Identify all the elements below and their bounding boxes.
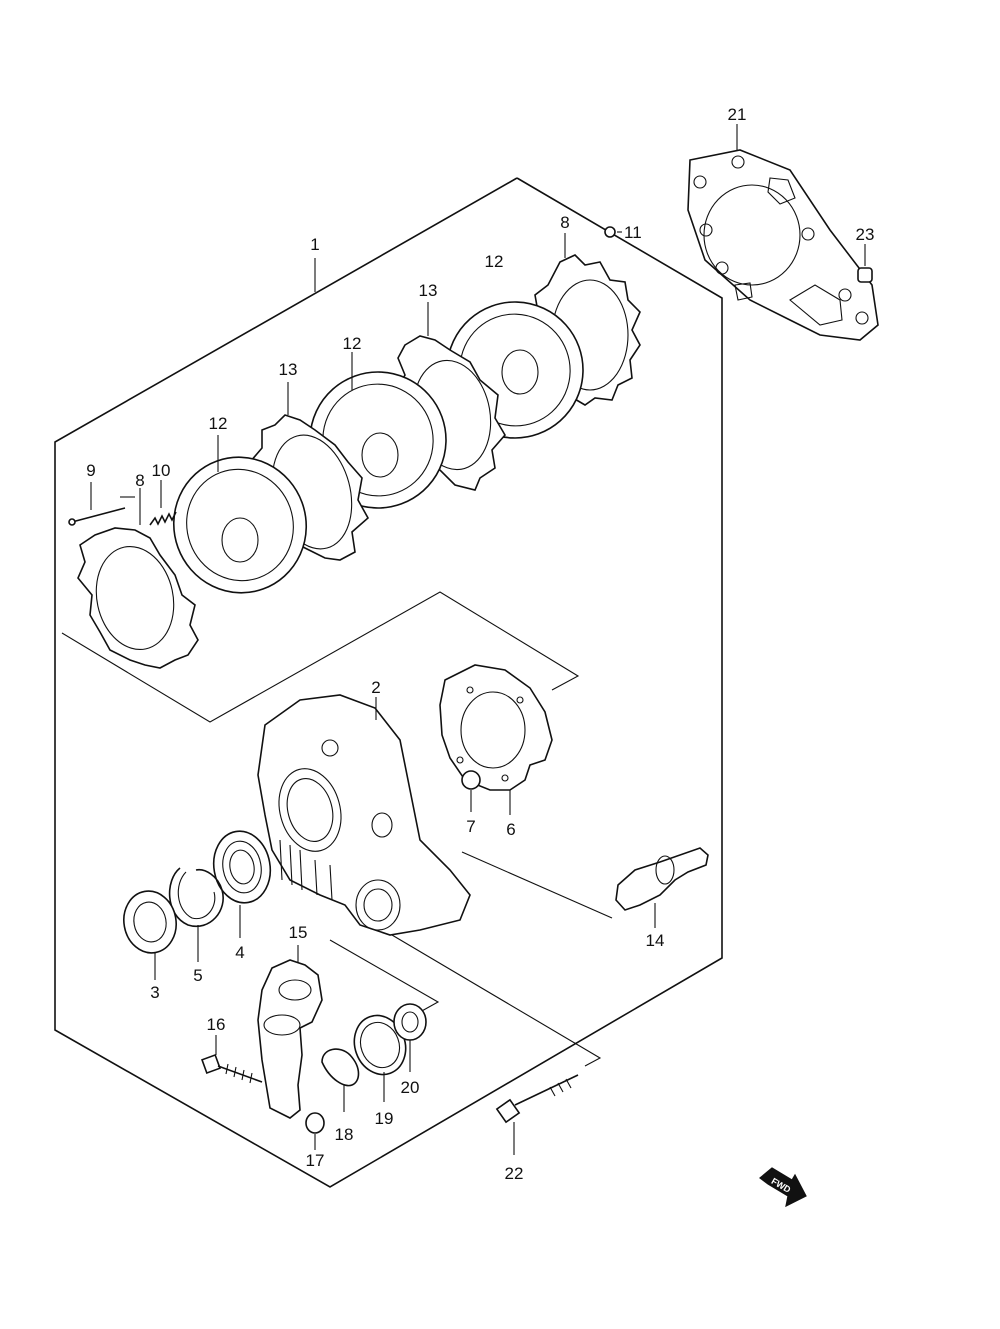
- callout-11: 11: [624, 223, 642, 242]
- callout-labels: 1 2 3 4 5 6 7 8 8 9 10 11 12 12 12 13 13…: [86, 105, 874, 1183]
- bolt-22: [495, 1074, 579, 1155]
- grouping-lines: [61, 591, 613, 1067]
- fwd-arrow: FWD: [759, 1167, 807, 1208]
- callout-8-upper: 8: [560, 213, 569, 232]
- washer-20: [393, 1003, 427, 1072]
- oil-seal-3: [123, 890, 177, 980]
- nut-17: [305, 1112, 325, 1150]
- callout-22: 22: [505, 1164, 524, 1183]
- snap-ring-5: [168, 867, 224, 962]
- callout-14: 14: [646, 931, 665, 950]
- spring-10: [149, 480, 177, 526]
- callout-18: 18: [335, 1125, 354, 1144]
- callout-9: 9: [86, 461, 95, 480]
- spring-clip-19: [353, 1014, 407, 1102]
- callout-5: 5: [193, 966, 202, 985]
- callout-15: 15: [289, 923, 308, 942]
- callout-13-upper: 13: [419, 281, 438, 300]
- dowel-pin-23: [857, 244, 873, 283]
- pin-9: [68, 482, 126, 526]
- callout-3: 3: [150, 983, 159, 1002]
- callout-17: 17: [306, 1151, 325, 1170]
- ball-7: [461, 770, 481, 812]
- callout-4: 4: [235, 943, 244, 962]
- callout-12-upper: 12: [485, 252, 504, 271]
- shaft-14: [615, 847, 709, 928]
- washer-18: [321, 1048, 360, 1112]
- housing-2: [257, 694, 471, 936]
- callout-7: 7: [466, 817, 475, 836]
- callout-2: 2: [371, 678, 380, 697]
- friction-disc-12-lower: [172, 435, 308, 594]
- assembly-boundary: [54, 177, 723, 1188]
- bearing-4: [212, 830, 272, 938]
- lever-plate-15: [257, 945, 323, 1119]
- gasket-21: [687, 124, 879, 341]
- callout-16: 16: [207, 1015, 226, 1034]
- callout-6: 6: [506, 820, 515, 839]
- callout-8-lower: 8: [135, 471, 144, 490]
- callout-19: 19: [375, 1109, 394, 1128]
- bolt-16: [201, 1035, 263, 1084]
- callout-23: 23: [856, 225, 875, 244]
- callout-10: 10: [152, 461, 171, 480]
- callout-12-lower: 12: [209, 414, 228, 433]
- callout-21: 21: [728, 105, 747, 124]
- callout-12-middle: 12: [343, 334, 362, 353]
- clutch-plate-8-lower: [77, 488, 199, 669]
- callout-20: 20: [401, 1078, 420, 1097]
- ball-11: [604, 226, 622, 238]
- callout-13-middle: 13: [279, 360, 298, 379]
- cover-plate-6: [439, 664, 553, 815]
- callout-1: 1: [310, 235, 319, 254]
